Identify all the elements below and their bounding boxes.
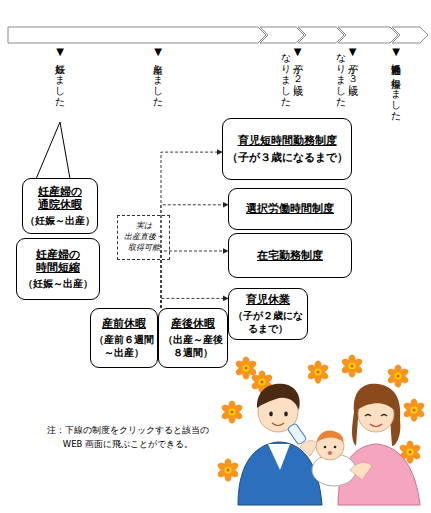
period-text: （妊娠～出産） <box>25 215 95 227</box>
process-box: 育児短時間勤務制度 （子が３歳になるまで） <box>222 118 352 180</box>
process-box: 妊産婦の 時間短縮 （妊娠～出産） <box>16 238 100 300</box>
timeline-event: ▼子が２歳に なりました <box>280 46 303 118</box>
family-illustration <box>216 355 426 506</box>
system-name: 育児休業 <box>246 293 290 307</box>
period-text: （子が２歳になるまで） <box>231 309 305 335</box>
period-text: （産前６週間～出産） <box>93 333 155 359</box>
callout-tail <box>36 122 70 179</box>
dashed-arrow <box>161 205 228 308</box>
period-text: （子が３歳になるまで） <box>227 151 348 165</box>
footnote: 注：下線の制度をクリックすると該当の WEB 画面に飛ぶことができる。 <box>44 424 212 451</box>
process-box: 選択労働時間制度 <box>228 188 352 230</box>
timeline-event: ▼妊娠しました <box>54 46 66 118</box>
period-text: （出産～産後８週間） <box>161 333 225 359</box>
timeline-event: ▼子が３歳に なりました <box>335 46 358 118</box>
system-name: 産後休暇 <box>171 317 215 331</box>
system-name: 妊産婦の 時間短縮 <box>19 248 97 276</box>
timeline-event: ▼通常勤務に 復帰しました <box>390 46 402 118</box>
system-name: 妊産婦の 通院休暇 <box>25 185 95 213</box>
dashed-arrow <box>161 152 222 308</box>
note-box: 実は 出産直後～ 取得可能 <box>117 215 170 260</box>
process-box: 在宅勤務制度 <box>228 233 352 278</box>
timeline-event: ▼出産しました <box>152 46 164 118</box>
note-text: 実は 出産直後～ 取得可能 <box>120 221 167 253</box>
system-name: 育児短時間勤務制度 <box>238 134 337 148</box>
process-box: 妊産婦の 通院休暇 （妊娠～出産） <box>22 178 98 234</box>
process-box: 育児休業 （子が２歳になるまで） <box>228 288 308 340</box>
period-text: （妊娠～出産） <box>23 278 93 290</box>
timeline-band <box>8 27 428 43</box>
dashed-arrow <box>161 298 228 308</box>
system-name: 産前休暇 <box>102 317 146 331</box>
system-name: 在宅勤務制度 <box>257 249 323 263</box>
process-box: 産前休暇 （産前６週間～出産） <box>90 308 158 368</box>
dashed-arrow <box>161 251 228 308</box>
process-box: 産後休暇 （出産～産後８週間） <box>158 308 228 368</box>
system-name: 選択労働時間制度 <box>246 202 334 216</box>
